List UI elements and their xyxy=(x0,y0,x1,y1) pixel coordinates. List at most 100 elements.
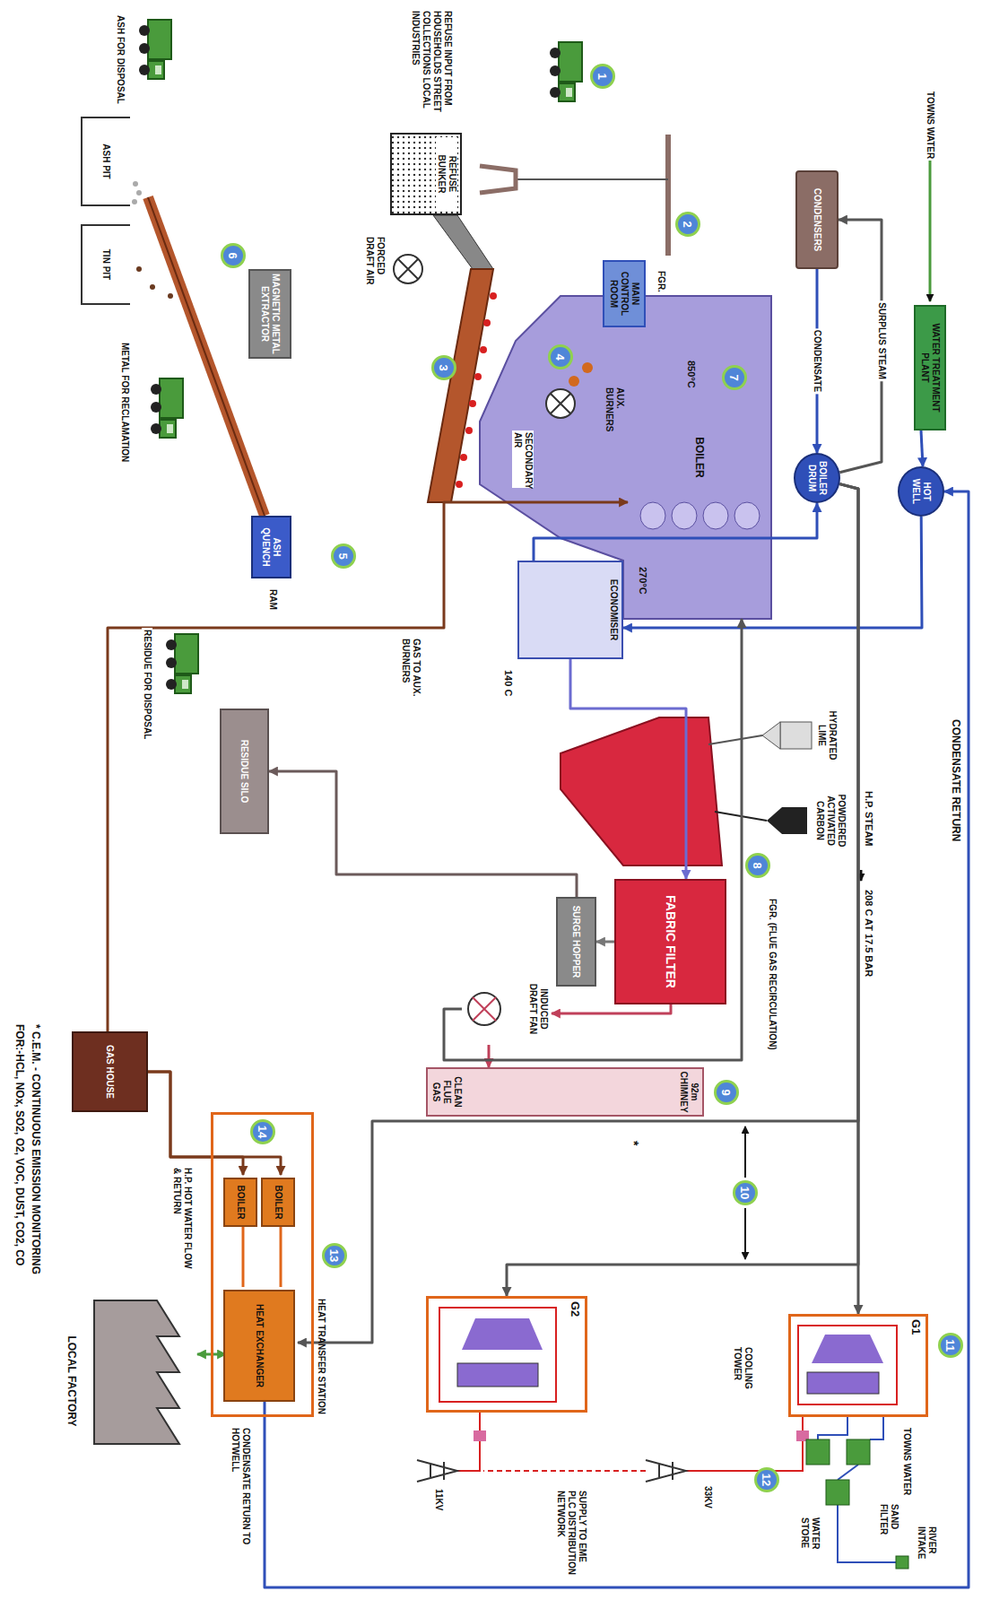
pipe-connector xyxy=(443,618,742,1061)
callout-number: 13 xyxy=(321,1242,348,1269)
factory-building xyxy=(94,1300,180,1444)
truck xyxy=(165,634,199,694)
text-label: * C.E.M. - CONTINUOUS EMISSION MONITORIN… xyxy=(29,1022,43,1277)
node-text: ASH QUENCH xyxy=(260,520,283,574)
boiler-shell xyxy=(734,502,760,530)
dosing-silo xyxy=(708,721,812,835)
power-line xyxy=(686,1416,803,1471)
pylon xyxy=(645,1459,687,1482)
air-fan xyxy=(550,393,571,414)
water-supply xyxy=(806,1439,830,1465)
pipe-connector xyxy=(506,484,859,1296)
air-fan xyxy=(468,992,501,1026)
node-text: MAIN CONTROL ROOM xyxy=(608,264,641,323)
text-label: * xyxy=(625,1138,642,1148)
text-label: SUPPLY TO EME PLC DISTRIBUTION NETWORK xyxy=(555,1488,588,1578)
edge-label: CONDENSATE xyxy=(812,328,823,394)
pipe-connector xyxy=(264,491,969,1588)
text-label: FGR. xyxy=(655,269,667,295)
callout-number: 5 xyxy=(330,543,357,569)
pipe-connector xyxy=(147,1071,244,1175)
text-label: 140 C xyxy=(502,668,514,698)
text-label: SECONDARY AIR xyxy=(512,430,534,488)
grate xyxy=(474,373,482,381)
water-supply xyxy=(895,1555,909,1569)
truck xyxy=(150,378,183,438)
callout-number: 1 xyxy=(590,63,616,89)
pipe-connector xyxy=(279,1224,283,1287)
conveyor xyxy=(167,293,174,299)
conveyor xyxy=(136,190,142,196)
generator-set: G2 xyxy=(425,1295,588,1413)
refuse-bunker: REFUSE BUNKER xyxy=(390,132,462,216)
power-line xyxy=(473,1430,487,1442)
hot-well: HOT WELL xyxy=(897,466,945,517)
dimension-arrow xyxy=(745,869,861,1260)
residue-silo: RESIDUE SILO xyxy=(219,708,270,835)
callout-number: 6 xyxy=(220,243,246,269)
crane xyxy=(665,134,671,256)
node-text: LOCAL FACTORY xyxy=(65,1335,79,1426)
node-text: CLEAN FLUE GAS xyxy=(430,1071,463,1113)
boiler-shell xyxy=(640,502,666,530)
gas-house: GAS HOUSE xyxy=(71,1031,148,1113)
conveyor xyxy=(147,197,265,516)
pipe-connector xyxy=(107,502,628,1032)
grate xyxy=(469,399,477,408)
local-factory: LOCAL FACTORY xyxy=(62,1291,198,1471)
text-label: 850°C xyxy=(685,358,697,391)
pylon xyxy=(417,1459,687,1482)
air-fan xyxy=(472,997,496,1021)
text-label: 11KV xyxy=(433,1486,444,1513)
text-label: RESIDUE FOR DISPOSAL xyxy=(141,627,153,741)
text-label: COOLING TOWER xyxy=(731,1345,754,1412)
surge-hopper: SURGE HOPPER xyxy=(556,896,597,987)
callout-number: 12 xyxy=(754,1467,780,1493)
power-line xyxy=(457,1412,809,1471)
callout-number: 2 xyxy=(675,211,701,237)
text-label: H.P. HOT WATER FLOW & RETURN xyxy=(171,1165,193,1273)
turbine-generator xyxy=(798,1325,897,1405)
node-text: REFUSE BUNKER xyxy=(435,137,458,211)
pipe-connector xyxy=(551,1004,671,1014)
generator-set: G1 xyxy=(788,1313,929,1417)
water-inlet-arrow xyxy=(929,159,932,302)
text-label: FOR:-HCL, NOx, SO2, O2, VOC, DUST, CO2, … xyxy=(13,1022,27,1268)
node-text: INDUCED DRAFT FAN xyxy=(527,975,549,1043)
node-text: G2 xyxy=(567,1301,583,1317)
text-label: GAS TO AUX. BURNERS xyxy=(399,636,422,713)
text-label: TOWNS WATER xyxy=(901,1425,913,1497)
control-room: MAIN CONTROL ROOM xyxy=(602,260,646,328)
boiler-shell xyxy=(568,375,580,387)
grate xyxy=(489,292,497,300)
grate xyxy=(427,269,497,503)
callout-number: 9 xyxy=(713,1079,739,1105)
text-label: METAL FOR RECLAMATION xyxy=(119,340,131,464)
grate xyxy=(427,269,494,503)
water-inlet-arrow xyxy=(929,159,931,302)
power-line xyxy=(457,1412,480,1471)
callout-number: 3 xyxy=(431,355,457,381)
truck xyxy=(139,19,583,694)
dosing-silo xyxy=(780,721,812,749)
node-text: ECONOMISER xyxy=(608,579,619,641)
grate xyxy=(483,319,491,327)
reactor xyxy=(560,717,722,866)
reactor xyxy=(560,717,722,866)
node-text: ASH PIT xyxy=(101,143,113,179)
turbine-generator xyxy=(807,1372,879,1394)
text-label: AUX. BURNERS xyxy=(603,385,626,444)
text-label: CONDENSATE RETURN xyxy=(949,717,963,843)
turbine-generator xyxy=(439,1307,897,1405)
text-label: 208 C AT 17.5 BAR xyxy=(862,887,875,979)
node-text: HOT WELL xyxy=(910,470,932,513)
node-text: BOILER DRUM xyxy=(806,457,828,499)
turbine-generator xyxy=(461,1318,543,1350)
conveyor xyxy=(132,181,139,187)
pipe-connector xyxy=(147,1071,281,1175)
edge-label: SURPLUS STEAM xyxy=(877,300,887,382)
node-text: 92m CHIMNEY xyxy=(677,1070,700,1113)
ash-pit: ASH PIT xyxy=(80,116,131,207)
node-text: MAGNETIC METAL EXTRACTOR xyxy=(259,273,281,355)
